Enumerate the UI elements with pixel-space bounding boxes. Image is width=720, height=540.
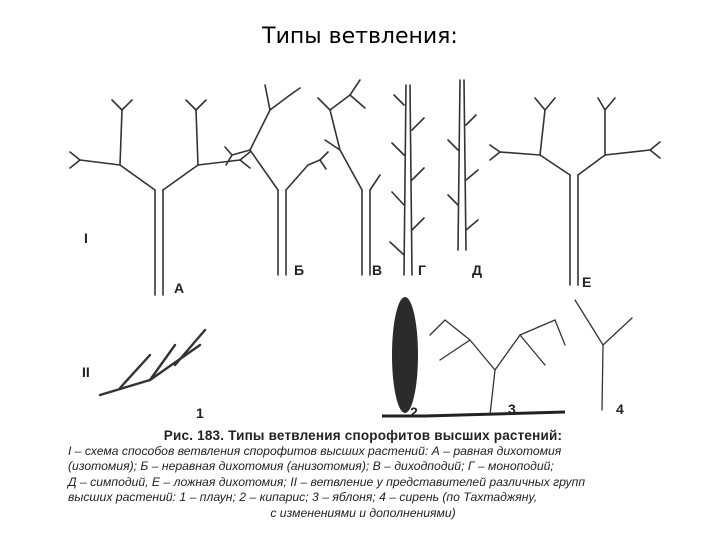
panel-label-e: Е	[582, 274, 591, 290]
diagram-e-false-dichotomy	[490, 98, 660, 285]
row-1-label: I	[84, 230, 88, 246]
panel-label-v: В	[372, 262, 382, 278]
caption-line-3: Д – симподий, Е – ложная дихотомия; II –…	[68, 475, 658, 491]
caption-line-4: высших растений: 1 – плаун; 2 – кипарис;…	[68, 490, 658, 506]
diagram-d-sympodium	[448, 80, 478, 250]
caption-line-1: I – схема способов ветвления спорофитов …	[68, 444, 658, 460]
plant-4-lilac	[575, 300, 632, 410]
diagram-a-isotomy	[70, 100, 250, 295]
panel-label-a: А	[174, 280, 184, 296]
row-2-label: II	[82, 364, 90, 380]
diagram-b-anisotomy	[225, 85, 328, 275]
plant-1-club-moss	[100, 330, 205, 395]
panel-label-d: Д	[472, 262, 482, 278]
plant-number-3: 3	[508, 401, 516, 417]
caption-line-5: с изменениями и дополнениями)	[68, 506, 658, 522]
plant-number-2: 2	[410, 404, 418, 420]
caption-line-2: (изотомия); Б – неравная дихотомия (аниз…	[68, 459, 658, 475]
plant-3-apple-tree	[430, 320, 565, 415]
plant-number-1: 1	[196, 405, 204, 421]
caption-title: Рис. 183. Типы ветвления спорофитов высш…	[68, 428, 658, 444]
diagram-g-monopodium	[390, 85, 424, 275]
plant-2-cypress	[392, 297, 418, 413]
panel-label-g: Г	[418, 262, 426, 278]
diagram-v-dichopodium	[318, 80, 380, 275]
panel-label-b: Б	[294, 262, 304, 278]
figure-caption: Рис. 183. Типы ветвления спорофитов высш…	[68, 428, 658, 521]
plant-number-4: 4	[616, 401, 624, 417]
